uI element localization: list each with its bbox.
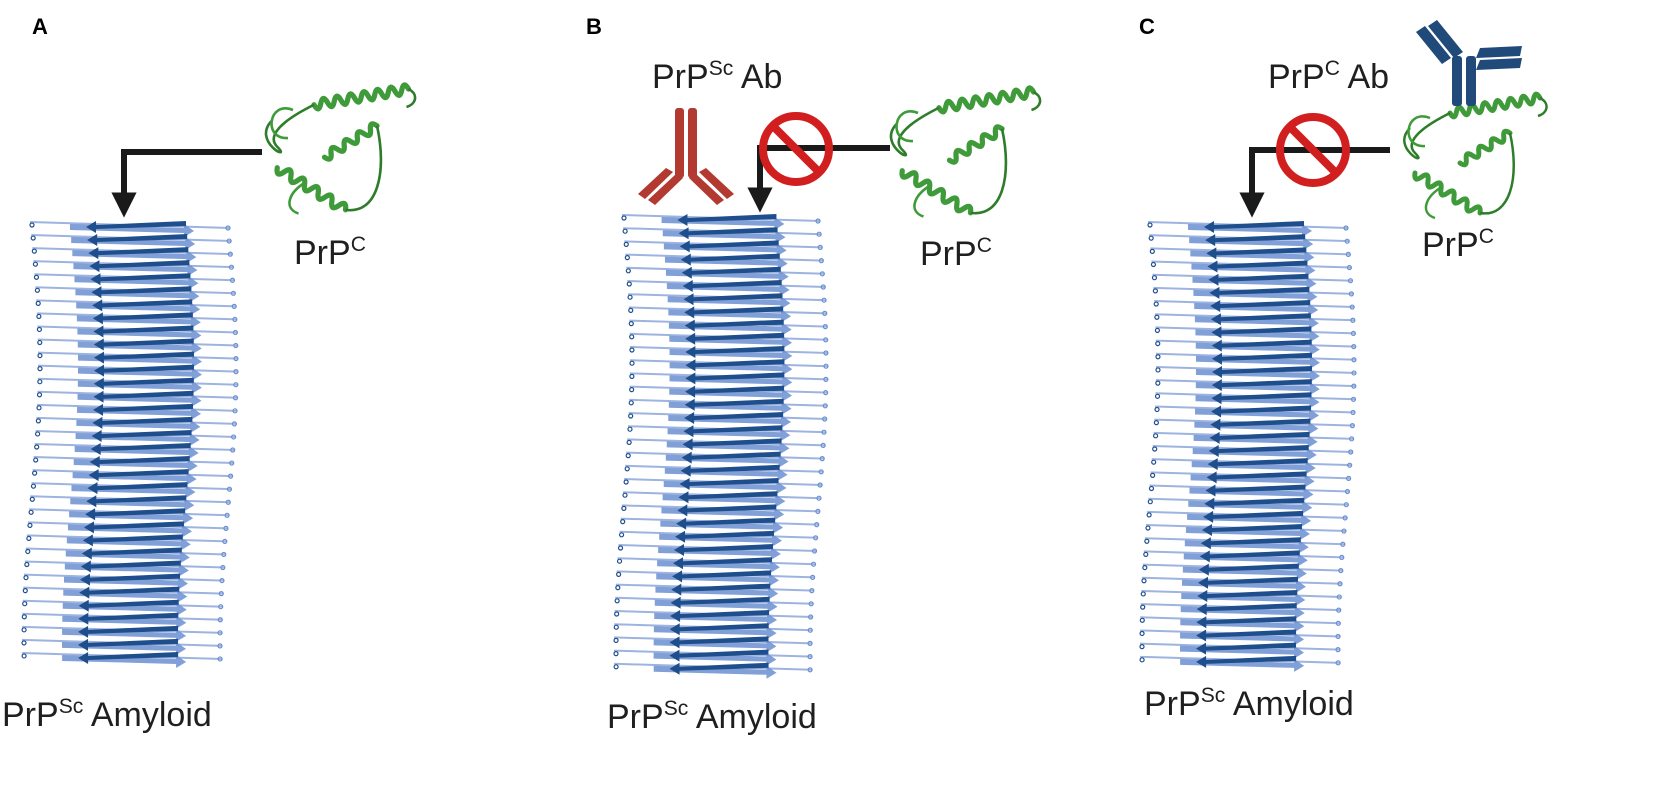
amyloid-label: PrPSc Amyloid bbox=[2, 694, 212, 734]
panel-label-b: B bbox=[586, 14, 602, 39]
amyloid-fibril-icon bbox=[21, 221, 239, 668]
prohibition-icon bbox=[1276, 113, 1350, 187]
amyloid-fibril-icon bbox=[613, 214, 829, 679]
antibody-label: PrPSc Ab bbox=[652, 56, 783, 96]
prohibition-icon bbox=[759, 112, 833, 186]
conversion-arrow bbox=[111, 149, 262, 218]
prpc-protein-icon bbox=[889, 85, 1042, 218]
panel-label-a: A bbox=[32, 14, 48, 39]
panel-label-c: C bbox=[1139, 14, 1155, 39]
panel-a-graphics bbox=[21, 82, 417, 668]
antibody-icon bbox=[638, 108, 734, 205]
amyloid-fibril-icon bbox=[1139, 221, 1357, 672]
amyloid-label: PrPSc Amyloid bbox=[1144, 683, 1354, 723]
panel-c-graphics bbox=[1139, 20, 1548, 672]
prpc-protein-icon bbox=[264, 82, 417, 215]
panel-b-graphics bbox=[613, 85, 1042, 679]
antibody-icon bbox=[1416, 20, 1522, 106]
prpc-label: PrPC bbox=[1422, 224, 1494, 264]
prpc-label: PrPC bbox=[294, 232, 366, 272]
prpc-protein-icon bbox=[1403, 91, 1548, 220]
prpc-label: PrPC bbox=[920, 233, 992, 273]
amyloid-label: PrPSc Amyloid bbox=[607, 696, 817, 736]
antibody-label: PrPC Ab bbox=[1268, 56, 1390, 96]
